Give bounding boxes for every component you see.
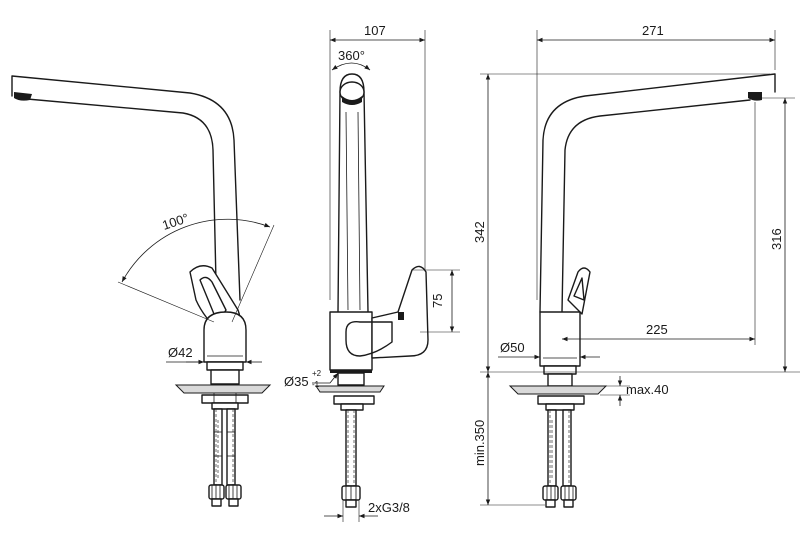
connection-label: 2xG3/8 <box>368 500 410 515</box>
hole-tolerance-minus: -1 <box>312 380 320 389</box>
side-view <box>312 30 460 522</box>
rotation-label: 360° <box>338 48 365 63</box>
hole-diameter-label: Ø35 <box>284 374 309 389</box>
total-reach-label: 271 <box>642 23 664 38</box>
max-thickness-label: max.40 <box>626 382 669 397</box>
lever-angle-label: 100° <box>160 210 190 233</box>
front-view <box>11 75 275 507</box>
total-height-label: 342 <box>472 221 487 243</box>
handle-height-label: 75 <box>430 294 445 308</box>
spout-reach-label: 225 <box>646 322 668 337</box>
body-diameter-left-label: Ø42 <box>168 345 193 360</box>
min-length-label: min.350 <box>472 420 487 466</box>
spout-height-label: 316 <box>769 228 784 250</box>
reach-view <box>480 30 800 508</box>
width-top-label: 107 <box>364 23 386 38</box>
body-diameter-right-label: Ø50 <box>500 340 525 355</box>
hole-tolerance-plus: +2 <box>312 369 322 378</box>
